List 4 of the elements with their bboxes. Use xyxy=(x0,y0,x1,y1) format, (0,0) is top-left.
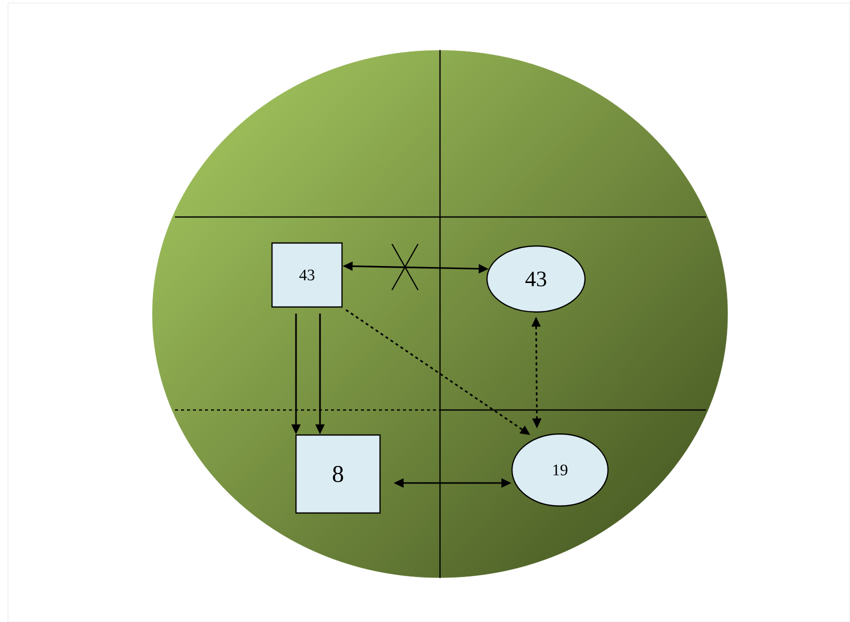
square-box: 8 xyxy=(295,434,381,514)
square-box: 43 xyxy=(271,242,343,308)
ellipse-node: 19 xyxy=(511,433,609,507)
ellipse-node: 43 xyxy=(486,245,586,313)
